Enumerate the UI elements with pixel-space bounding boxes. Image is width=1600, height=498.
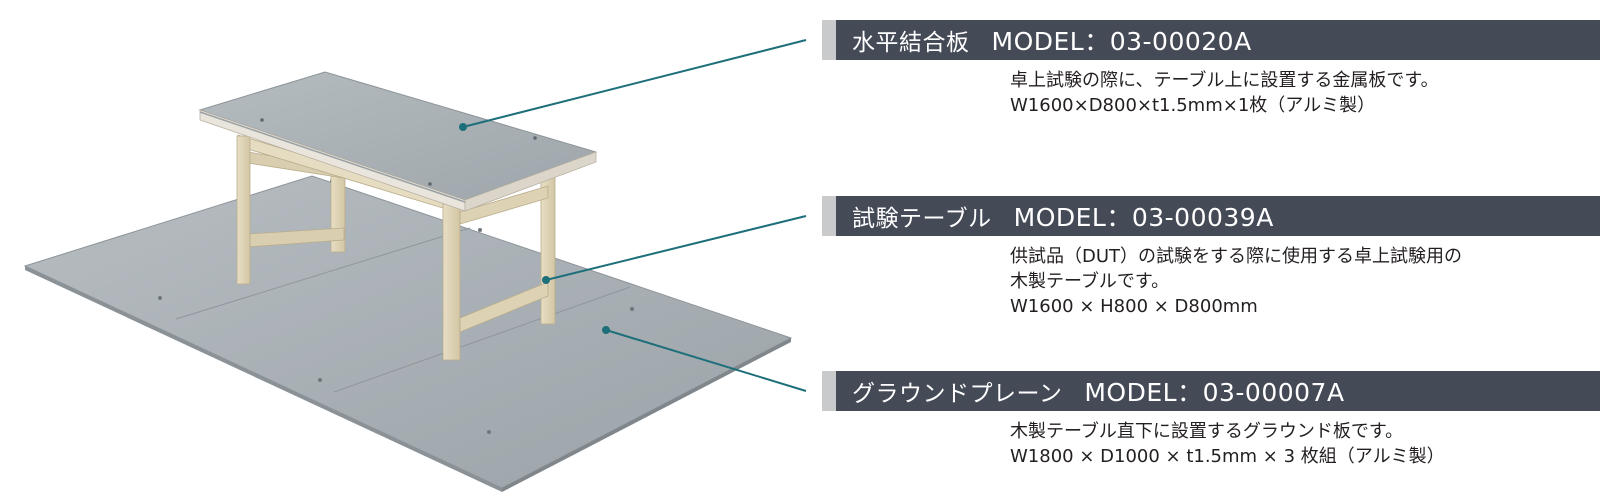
- leader-line-table: [545, 215, 807, 281]
- callout-test-table: 試験テーブル MODEL：03-00039A 供試品（DUT）の試験をする際に使…: [822, 196, 1600, 319]
- description-line: W1800 × D1000 × t1.5mm × 3 枚組（アルミ製）: [1010, 446, 1445, 467]
- description-line: W1600×D800×t1.5mm×1枚（アルミ製）: [1010, 95, 1376, 116]
- callout-header: 水平結合板 MODEL：03-00020A: [822, 20, 1600, 60]
- callout-description: 卓上試験の際に、テーブル上に設置する金属板です。 W1600×D800×t1.5…: [1010, 68, 1600, 118]
- callout-header: 試験テーブル MODEL：03-00039A: [822, 196, 1600, 236]
- product-name: グラウンドプレーン: [852, 381, 1063, 407]
- model-number: MODEL：03-00020A: [991, 27, 1252, 56]
- leader-dot-ground: [602, 326, 610, 334]
- model-number: MODEL：03-00039A: [1013, 203, 1274, 232]
- product-name: 試験テーブル: [852, 206, 992, 232]
- description-line: 木製テーブルです。: [1010, 271, 1170, 292]
- model-number: MODEL：03-00007A: [1084, 378, 1345, 407]
- callout-horizontal-coupling-plate: 水平結合板 MODEL：03-00020A 卓上試験の際に、テーブル上に設置する…: [822, 20, 1600, 118]
- ground-plane: [23, 175, 793, 492]
- leader-dot-table: [542, 276, 550, 284]
- wooden-table-frame: [236, 134, 556, 361]
- leader-line-plate: [462, 39, 807, 128]
- callout-description: 供試品（DUT）の試験をする際に使用する卓上試験用の 木製テーブルです。 W16…: [1010, 244, 1600, 319]
- callout-description: 木製テーブル直下に設置するグラウンド板です。 W1800 × D1000 × t…: [1010, 419, 1600, 469]
- description-line: 供試品（DUT）の試験をする際に使用する卓上試験用の: [1010, 246, 1463, 267]
- horizontal-coupling-plate: [198, 71, 598, 212]
- callout-header: グラウンドプレーン MODEL：03-00007A: [822, 371, 1600, 411]
- description-line: 卓上試験の際に、テーブル上に設置する金属板です。: [1010, 70, 1439, 91]
- description-line: W1600 × H800 × D800mm: [1010, 296, 1258, 317]
- leader-dot-plate: [459, 123, 467, 131]
- leader-line-ground: [605, 329, 807, 392]
- callout-ground-plane: グラウンドプレーン MODEL：03-00007A 木製テーブル直下に設置するグ…: [822, 371, 1600, 469]
- leader-lines: [462, 39, 807, 392]
- description-line: 木製テーブル直下に設置するグラウンド板です。: [1010, 421, 1404, 442]
- product-name: 水平結合板: [852, 30, 970, 56]
